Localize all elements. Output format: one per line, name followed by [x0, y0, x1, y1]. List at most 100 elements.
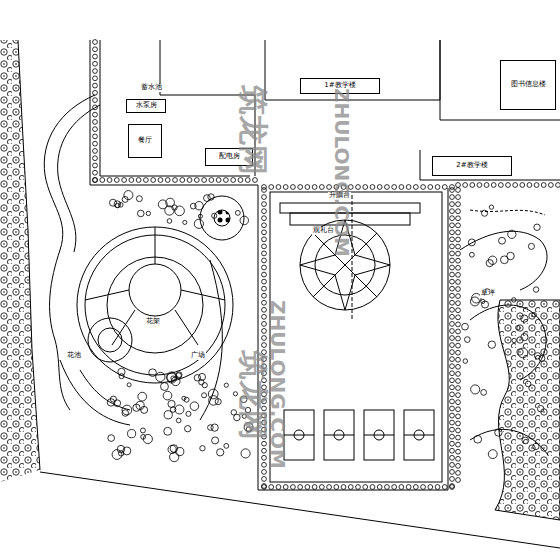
tree-symbol — [356, 185, 361, 190]
tree-symbol — [450, 364, 455, 369]
tree-symbol — [486, 260, 493, 267]
tree-symbol — [291, 485, 296, 490]
tree-symbol — [456, 463, 461, 468]
tree-symbol — [212, 437, 219, 444]
tree-symbol — [122, 410, 128, 416]
building-block: 水泵房 — [126, 99, 166, 113]
tree-symbol — [158, 178, 163, 183]
tree-symbol — [194, 178, 199, 183]
tree-symbol — [167, 372, 177, 382]
tree-symbol — [107, 178, 112, 183]
tree-symbol — [262, 223, 267, 228]
tree-symbol — [136, 401, 144, 409]
tree-symbol — [399, 485, 404, 490]
tree-symbol — [114, 178, 119, 183]
tree-symbol — [93, 119, 98, 124]
tree-symbol — [138, 392, 147, 401]
tree-symbol — [456, 223, 461, 228]
tree-symbol — [456, 216, 461, 221]
tree-symbol — [151, 178, 156, 183]
tree-symbol — [176, 418, 181, 423]
tree-symbol — [456, 428, 461, 433]
tree-symbol — [93, 178, 98, 183]
tree-symbol — [118, 203, 123, 208]
tree-symbol — [93, 134, 98, 139]
tree-symbol — [262, 485, 267, 490]
tree-symbol — [450, 455, 455, 460]
tree-symbol — [231, 178, 236, 183]
tree-symbol — [481, 210, 487, 216]
tree-symbol — [456, 244, 461, 249]
tree-symbol — [363, 485, 368, 490]
tree-symbol — [456, 372, 461, 377]
tree-symbol — [498, 183, 503, 188]
tree-symbol — [224, 178, 229, 183]
building-block: 图书信息楼 — [500, 60, 556, 110]
tree-symbol — [471, 385, 480, 394]
tree-symbol — [450, 300, 455, 305]
tree-symbol — [488, 450, 497, 459]
tree-symbol — [190, 402, 199, 411]
tree-symbol — [93, 141, 98, 146]
tree-symbol — [269, 485, 274, 490]
tree-symbol — [173, 178, 178, 183]
tree-symbol — [456, 308, 461, 313]
tree-symbol — [262, 300, 267, 305]
tree-symbol — [456, 202, 461, 207]
tree-symbol — [450, 336, 455, 341]
tree-symbol — [450, 470, 455, 475]
tree-symbol — [119, 374, 124, 379]
tree-symbol — [140, 428, 145, 433]
tree-symbol — [463, 359, 468, 364]
tree-symbol — [167, 219, 172, 224]
tree-symbol — [456, 478, 461, 483]
tree-symbol — [209, 178, 214, 183]
tree-symbol — [363, 185, 368, 190]
tree-symbol — [356, 485, 361, 490]
tree-symbol — [175, 206, 185, 216]
tree-symbol — [93, 40, 98, 45]
tree-symbol — [160, 383, 168, 391]
tree-symbol — [421, 185, 426, 190]
tree-symbol — [450, 265, 455, 270]
tree-symbol — [522, 437, 529, 444]
tree-symbol — [208, 425, 214, 431]
tree-symbol — [406, 485, 411, 490]
tree-symbol — [456, 343, 461, 348]
tree-symbol — [238, 178, 243, 183]
tree-symbol — [144, 178, 149, 183]
tree-symbol — [262, 322, 267, 327]
tree-symbol — [186, 411, 191, 416]
tree-symbol — [327, 485, 332, 490]
tree-symbol — [185, 426, 191, 432]
tree-symbol — [262, 455, 267, 460]
area-label: 广场 — [190, 352, 206, 360]
tree-symbol — [108, 435, 115, 442]
tree-symbol — [262, 470, 267, 475]
tree-symbol — [392, 185, 397, 190]
tree-symbol — [93, 112, 98, 117]
tree-symbol — [262, 237, 267, 242]
tree-symbol — [450, 237, 455, 242]
tree-symbol — [208, 194, 214, 200]
tree-symbol — [521, 315, 528, 322]
tree-symbol — [537, 405, 543, 411]
tree-symbol — [456, 329, 461, 334]
tree-symbol — [450, 448, 455, 453]
tree-symbol — [262, 314, 267, 319]
tree-symbol — [240, 216, 249, 225]
tree-symbol — [456, 188, 461, 193]
tree-symbol — [481, 299, 485, 303]
tree-symbol — [137, 210, 144, 217]
tree-symbol — [442, 485, 447, 490]
tree-symbol — [262, 336, 267, 341]
tree-symbol — [541, 183, 546, 188]
tree-symbol — [450, 223, 455, 228]
tree-symbol — [262, 209, 267, 214]
tree-symbol — [456, 195, 461, 200]
tree-symbol — [122, 196, 128, 202]
tree-symbol — [262, 448, 267, 453]
tree-symbol — [202, 178, 207, 183]
tree-symbol — [450, 462, 455, 467]
